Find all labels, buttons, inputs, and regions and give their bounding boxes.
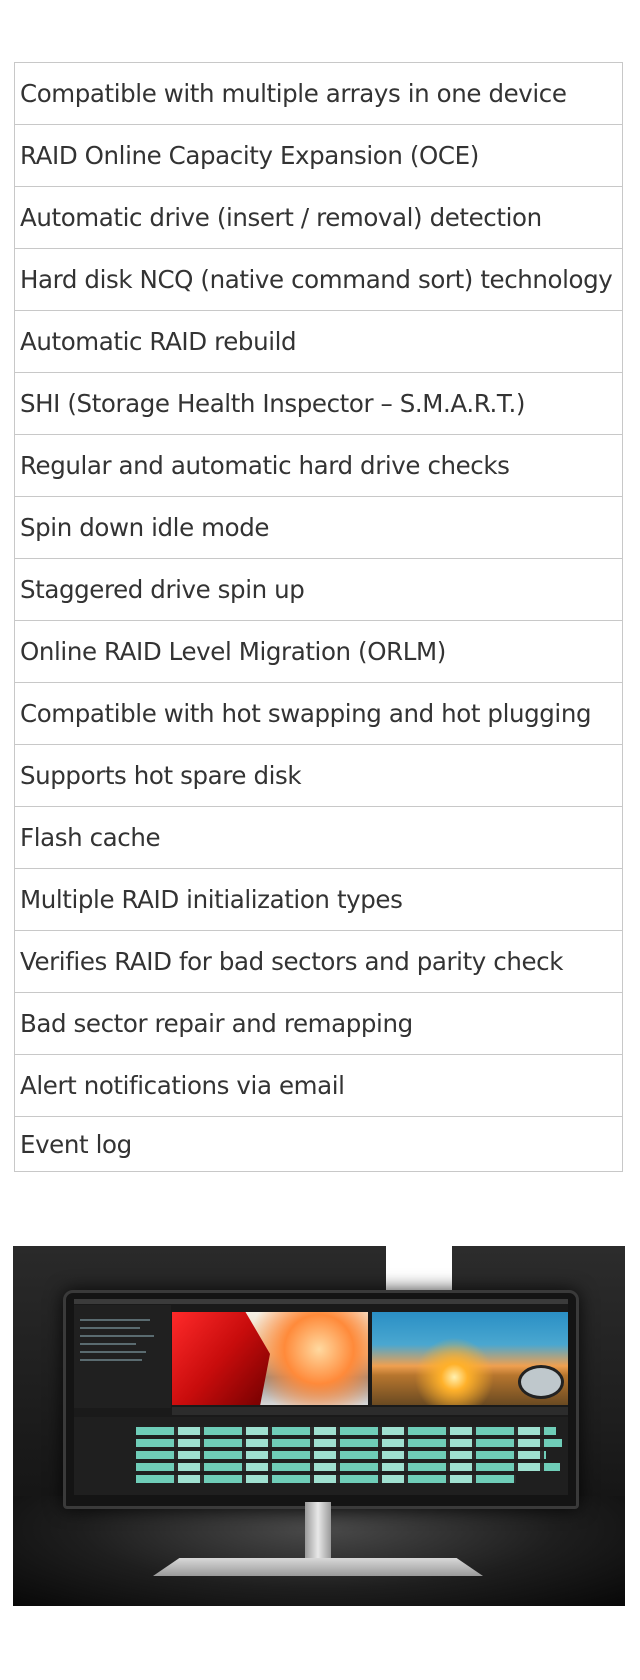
side-mirror-shape xyxy=(518,1365,564,1399)
bin-entry xyxy=(80,1319,150,1321)
bin-entry xyxy=(80,1327,140,1329)
timeline-track xyxy=(136,1427,556,1435)
feature-cell: Supports hot spare disk xyxy=(20,761,302,790)
table-row: RAID Online Capacity Expansion (OCE) xyxy=(14,125,623,187)
bin-entry xyxy=(80,1335,154,1337)
feature-cell: Compatible with hot swapping and hot plu… xyxy=(20,699,592,728)
timeline-track xyxy=(136,1463,560,1471)
feature-cell: Compatible with multiple arrays in one d… xyxy=(20,79,567,108)
record-viewer-sunset xyxy=(372,1312,568,1405)
feature-cell: Automatic RAID rebuild xyxy=(20,327,297,356)
table-row: Event log xyxy=(14,1117,623,1172)
feature-cell: Verifies RAID for bad sectors and parity… xyxy=(20,947,563,976)
table-row: Verifies RAID for bad sectors and parity… xyxy=(14,931,623,993)
feature-cell: Multiple RAID initialization types xyxy=(20,885,403,914)
monitor-stand-base xyxy=(153,1558,483,1576)
feature-cell: RAID Online Capacity Expansion (OCE) xyxy=(20,141,479,170)
table-row: Regular and automatic hard drive checks xyxy=(14,435,623,497)
table-row: Supports hot spare disk xyxy=(14,745,623,807)
table-row: Compatible with multiple arrays in one d… xyxy=(14,63,623,125)
feature-cell: Alert notifications via email xyxy=(20,1071,345,1100)
feature-cell: Online RAID Level Migration (ORLM) xyxy=(20,637,446,666)
transport-controls xyxy=(172,1407,568,1415)
media-bin-panel xyxy=(74,1305,171,1408)
table-row: Automatic RAID rebuild xyxy=(14,311,623,373)
table-row: Multiple RAID initialization types xyxy=(14,869,623,931)
features-table: Compatible with multiple arrays in one d… xyxy=(14,62,623,1172)
feature-cell: Event log xyxy=(20,1129,132,1159)
bin-entry xyxy=(80,1351,146,1353)
app-menubar xyxy=(74,1299,568,1304)
feature-cell: Automatic drive (insert / removal) detec… xyxy=(20,203,542,232)
background-gap xyxy=(386,1246,452,1294)
bin-entry xyxy=(80,1359,142,1361)
table-row: Compatible with hot swapping and hot plu… xyxy=(14,683,623,745)
feature-cell: SHI (Storage Health Inspector – S.M.A.R.… xyxy=(20,389,526,418)
feature-cell: Hard disk NCQ (native command sort) tech… xyxy=(20,265,613,294)
red-car-shape xyxy=(172,1312,270,1405)
timeline-track xyxy=(136,1439,562,1447)
table-row: Alert notifications via email xyxy=(14,1055,623,1117)
monitor-screen xyxy=(74,1299,568,1495)
feature-cell: Staggered drive spin up xyxy=(20,575,305,604)
table-row: Hard disk NCQ (native command sort) tech… xyxy=(14,249,623,311)
table-row: Automatic drive (insert / removal) detec… xyxy=(14,187,623,249)
feature-cell: Bad sector repair and remapping xyxy=(20,1009,413,1038)
timeline-track xyxy=(136,1451,546,1459)
table-row: Staggered drive spin up xyxy=(14,559,623,621)
table-row: SHI (Storage Health Inspector – S.M.A.R.… xyxy=(14,373,623,435)
feature-cell: Spin down idle mode xyxy=(20,513,270,542)
feature-cell: Flash cache xyxy=(20,823,161,852)
table-row: Online RAID Level Migration (ORLM) xyxy=(14,621,623,683)
table-row: Flash cache xyxy=(14,807,623,869)
source-viewer-car xyxy=(172,1312,368,1405)
bin-entry xyxy=(80,1343,136,1345)
ultrawide-monitor xyxy=(63,1290,579,1509)
table-row: Bad sector repair and remapping xyxy=(14,993,623,1055)
feature-cell: Regular and automatic hard drive checks xyxy=(20,451,510,480)
monitor-product-image xyxy=(13,1246,625,1606)
table-row: Spin down idle mode xyxy=(14,497,623,559)
editing-timeline xyxy=(74,1417,568,1495)
monitor-stand-neck xyxy=(305,1502,331,1560)
timeline-track xyxy=(136,1475,516,1483)
